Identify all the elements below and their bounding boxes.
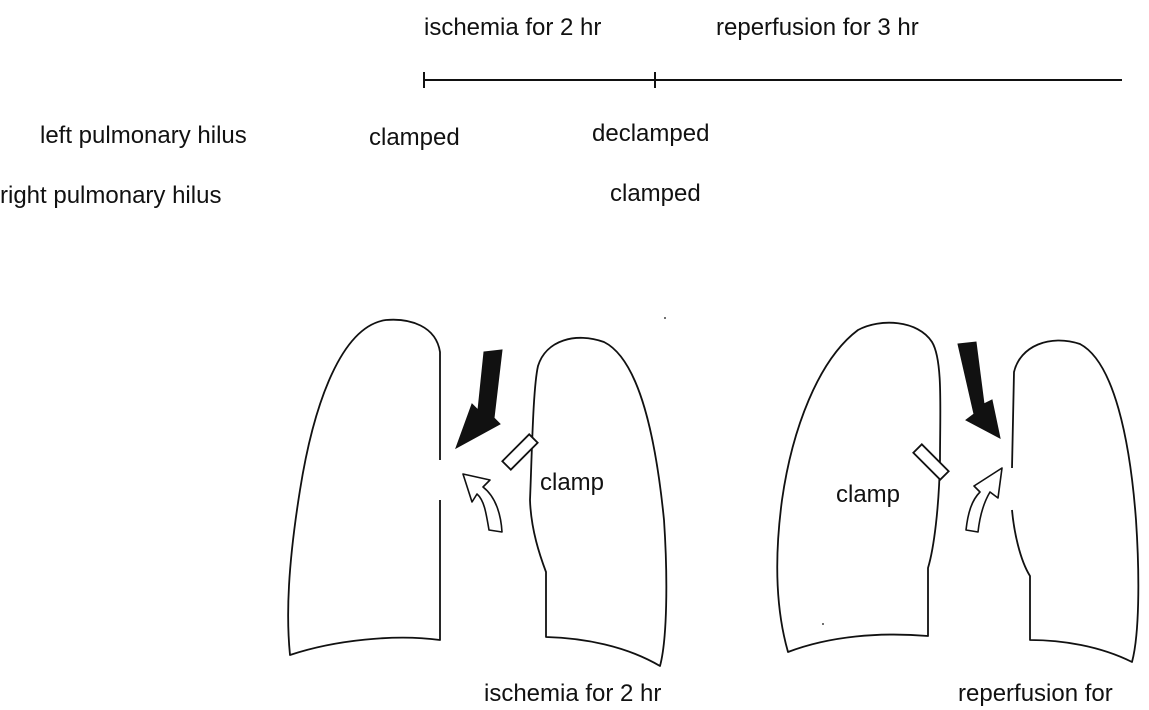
curved-up-arrow-icon (966, 468, 1002, 532)
bent-down-arrow-icon (958, 342, 1000, 438)
timeline (424, 72, 1122, 88)
clamp-rectangle-icon (913, 444, 948, 479)
reperfusion-clamp-label: clamp (836, 481, 900, 508)
bent-down-arrow-icon (456, 350, 502, 448)
ischemia-panel: clamp (288, 320, 666, 666)
left-lung-outline (288, 320, 440, 655)
right-lung-outline (1012, 340, 1138, 662)
print-speck (822, 623, 824, 625)
reperfusion-panel: clamp (777, 323, 1138, 662)
print-speck (664, 317, 666, 319)
right-lung-outline (530, 338, 666, 666)
ischemia-clamp-label: clamp (540, 469, 604, 496)
curved-up-arrow-icon (463, 474, 502, 532)
